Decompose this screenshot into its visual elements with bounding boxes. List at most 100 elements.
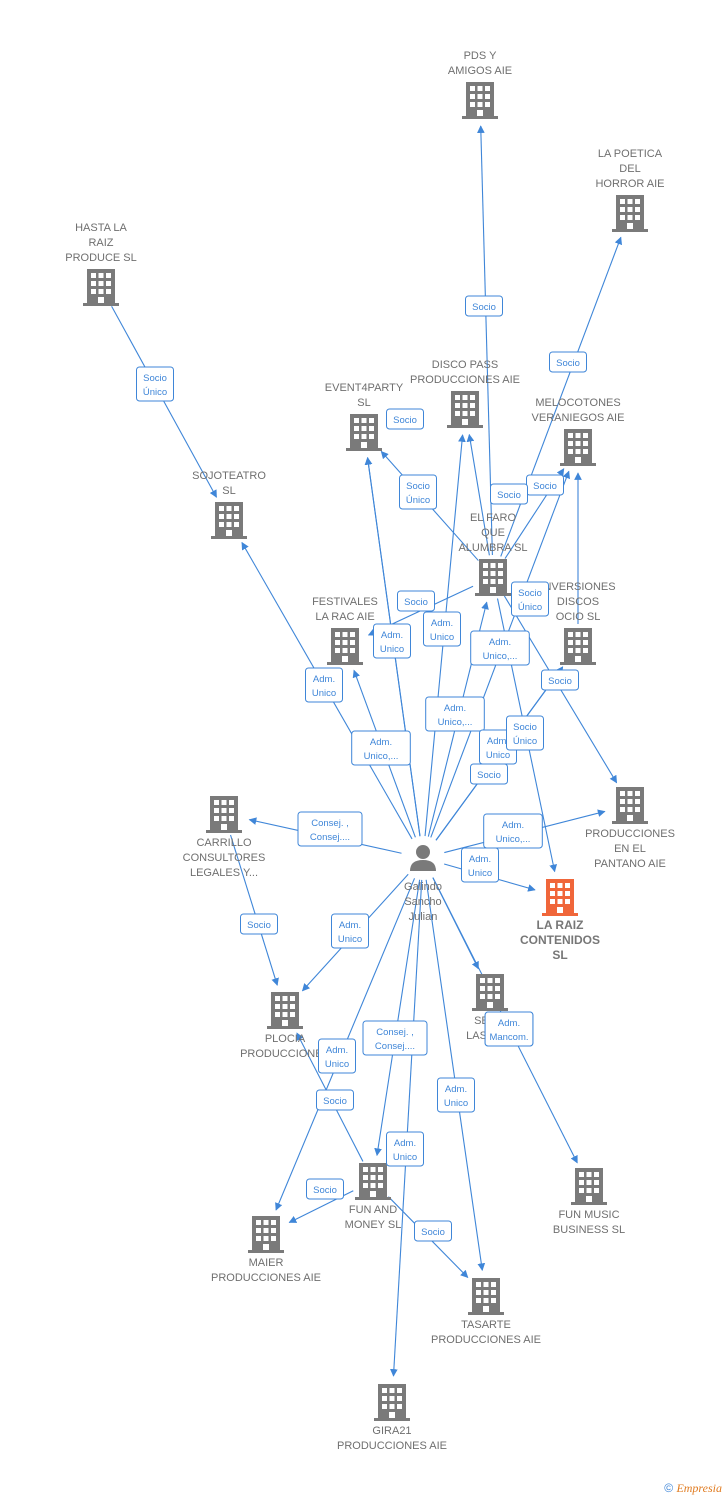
edge-label-elfaro-melocotones[interactable]: Socio <box>526 474 564 496</box>
edge-label-galindo-melocotones[interactable]: Adm.Unico,... <box>470 630 530 666</box>
company-label: SL <box>357 397 370 409</box>
edge-label-galindo-festivales[interactable]: Adm.Unico,... <box>351 730 411 766</box>
company-label: FUN MUSIC <box>558 1209 619 1221</box>
edge-label-galindo-disco[interactable]: Adm.Unico <box>423 611 461 647</box>
company-label: HORROR AIE <box>595 178 664 190</box>
company-label: HASTA LA <box>75 222 127 234</box>
edge-label-funmoney-plocia[interactable]: Socio <box>316 1089 354 1111</box>
edge-label-box <box>483 813 543 849</box>
company-label: FUN AND <box>349 1204 397 1216</box>
brand-logo[interactable]: Empresia <box>676 1481 722 1495</box>
building-icon <box>447 391 483 428</box>
company-label: VERANIEGOS AIE <box>532 412 625 424</box>
company-label: GIRA21 <box>372 1425 411 1437</box>
company-label: PRODUCCIONES AIE <box>211 1272 321 1284</box>
building-icon <box>83 269 119 306</box>
edge-label-box <box>470 630 530 666</box>
company-label: DISCOS <box>557 596 599 608</box>
edge-label-box <box>306 1178 344 1200</box>
edge-label-box <box>386 408 424 430</box>
edge-label-galindo-event4[interactable]: Adm.Unico <box>373 623 411 659</box>
edge-label-galindo-carrillo[interactable]: Consej. ,Consej.... <box>297 811 363 847</box>
company-node-funmoney[interactable]: FUN AND MONEY SL <box>345 1163 402 1231</box>
edge-label-text: Unico,... <box>438 717 473 728</box>
edge-label-box <box>423 611 461 647</box>
edge-label-text: Único <box>518 602 542 613</box>
edge-label-funmoney-maier[interactable]: Socio <box>306 1178 344 1200</box>
edge-label-galindo-plocia[interactable]: Adm.Unico <box>331 913 369 949</box>
edge-label-box <box>465 295 503 317</box>
edge-label-galindo-event4[interactable]: Socio <box>386 408 424 430</box>
company-label: PLOCIA <box>265 1033 306 1045</box>
edge-label-elfaro-pds[interactable]: Socio <box>465 295 503 317</box>
edge-label-elfaro-pantano[interactable]: Socio <box>541 669 579 691</box>
edge-label-elfaro-poetica[interactable]: Socio <box>549 351 587 373</box>
company-label: CONSULTORES <box>183 852 266 864</box>
company-label: CONTENIDOS <box>520 933 600 947</box>
edge-label-elfaro-festivales[interactable]: Socio <box>397 590 435 612</box>
edge-label-galindo-sojoteatro[interactable]: Adm.Unico <box>305 667 343 703</box>
edge-label-text: Unico <box>486 750 510 761</box>
edge-label-text: Unico <box>444 1098 468 1109</box>
edge-label-galindo-gira21[interactable]: Adm.Unico <box>386 1131 424 1167</box>
edge-line-hasta-sojoteatro <box>111 306 217 498</box>
building-icon <box>462 82 498 119</box>
edge-label-galindo-pantano[interactable]: Adm.Unico,... <box>483 813 543 849</box>
edge-label-box <box>351 730 411 766</box>
building-icon <box>612 787 648 824</box>
edge-label-box <box>470 763 508 785</box>
building-icon <box>267 992 303 1029</box>
company-label: OCIO SL <box>556 611 601 623</box>
edge-label-galindo-tasarte[interactable]: Adm.Unico <box>437 1077 475 1113</box>
edge-label-carrillo-plocia[interactable]: Socio <box>240 913 278 935</box>
edge-line-galindo-funmoney <box>374 879 421 1157</box>
edge-label-galindo-maier[interactable]: Adm.Unico <box>318 1038 356 1074</box>
building-icon <box>327 628 363 665</box>
edge-label-galindo-funmusic[interactable]: Adm.Mancom. <box>484 1011 534 1047</box>
edge-label-inversiones-melocotones[interactable]: Socio <box>490 483 528 505</box>
building-icon <box>612 195 648 232</box>
edge-label-galindo-laraiz[interactable]: Adm.Unico <box>461 847 499 883</box>
company-label: MONEY SL <box>345 1219 402 1231</box>
company-label: DISCO PASS <box>432 359 498 371</box>
edge-label-galindo-elfaro[interactable]: Adm.Unico,... <box>425 696 485 732</box>
company-label: TASARTE <box>461 1319 511 1331</box>
edge-label-box <box>549 351 587 373</box>
edge-label-text: Adm. <box>370 737 392 748</box>
edge-label-funmoney-tasarte[interactable]: Socio <box>414 1220 452 1242</box>
building-icon <box>211 502 247 539</box>
company-label: EL FARO <box>470 512 516 524</box>
edge-label-text: Consej.... <box>310 832 350 843</box>
edge-label-galindo-funmoney[interactable]: Consej. ,Consej.... <box>362 1020 428 1056</box>
edge-label-text: Socio <box>533 481 557 492</box>
edge-label-text: Unico <box>312 688 336 699</box>
edge-label-text: Unico,... <box>496 834 531 845</box>
edge-label-galindo-inversiones[interactable]: Socio <box>470 763 508 785</box>
edge-label-text: Socio <box>477 770 501 781</box>
edge-label-text: Socio <box>472 302 496 313</box>
edge-label-text: Único <box>406 495 430 506</box>
